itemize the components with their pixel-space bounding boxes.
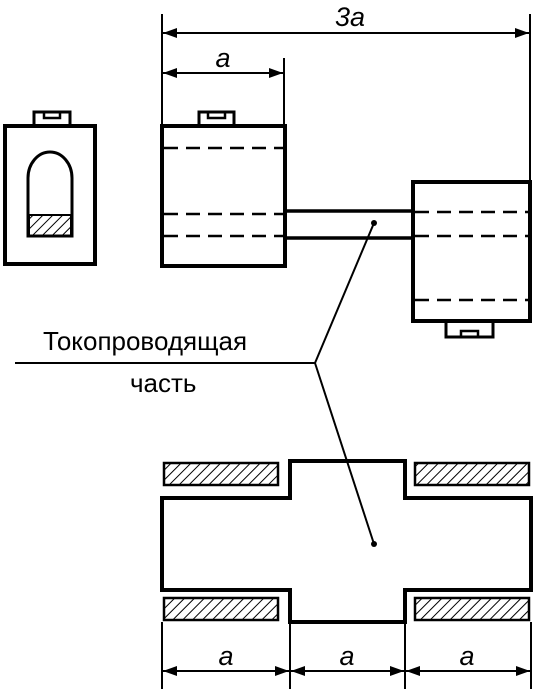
leader-lines [15,222,375,545]
dim-label-a-mid: a [339,641,354,671]
connecting-rod [285,209,413,240]
dim-label-3a: 3a [335,2,365,32]
top-dimensions [161,14,531,182]
right-block [411,180,532,339]
caption-line-2: часть [130,368,196,398]
caption-line-1: Токопроводящая [43,326,247,356]
dim-label-a-right: a [459,641,474,671]
leader-dot-bottom [371,541,377,547]
side-view-block [3,110,97,266]
leader-dot-top [371,220,377,226]
left-block [160,110,287,268]
dim-label-a-top: a [215,43,230,73]
section-outline [160,459,533,624]
dim-label-a-left: a [218,641,233,671]
hatch-top-right [413,461,531,487]
bottom-dimensions [161,622,532,689]
hatch-bottom-left [162,596,280,622]
hatch-bottom-right [413,596,531,622]
cross-section [160,459,533,624]
hatch-top-left [162,461,280,487]
